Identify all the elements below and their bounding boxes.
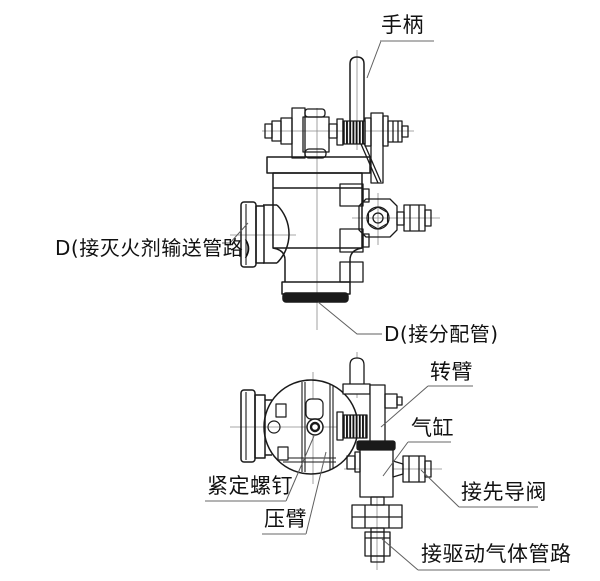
side-view xyxy=(240,357,432,563)
label-gas-cylinder: 气缸 xyxy=(411,416,454,440)
spring-thread-section xyxy=(342,120,366,145)
handle-shape xyxy=(349,56,365,122)
rocker-assembly xyxy=(264,107,409,184)
label-inlet-port: D(接灭火剂输送管路) xyxy=(55,236,252,260)
side-port-assembly xyxy=(339,183,432,253)
label-outlet-port: D(接分配管) xyxy=(384,322,499,346)
rotating-arm-shape xyxy=(369,384,386,443)
driving-gas-fitting xyxy=(364,531,391,557)
gas-cylinder-shape xyxy=(346,440,432,563)
hex-fitting xyxy=(358,198,398,238)
label-press-arm: 压臂 xyxy=(264,507,307,531)
label-set-screw: 紧定螺钉 xyxy=(207,474,293,498)
set-screw-head xyxy=(306,418,324,436)
outlet-flange xyxy=(281,281,351,295)
leader-lines xyxy=(222,40,460,571)
spring-thread-section-side xyxy=(342,414,368,439)
label-pilot-valve-port: 接先导阀 xyxy=(461,480,547,504)
front-view xyxy=(240,56,432,303)
inlet-flange-side xyxy=(240,389,272,463)
label-underlines xyxy=(205,40,550,571)
press-arm-slot xyxy=(305,398,324,420)
handle-side xyxy=(336,357,403,443)
valve-body xyxy=(240,156,371,303)
label-rotating-arm: 转臂 xyxy=(430,360,473,384)
label-handle: 手柄 xyxy=(381,13,424,37)
label-driving-gas-port: 接驱动气体管路 xyxy=(421,542,572,566)
